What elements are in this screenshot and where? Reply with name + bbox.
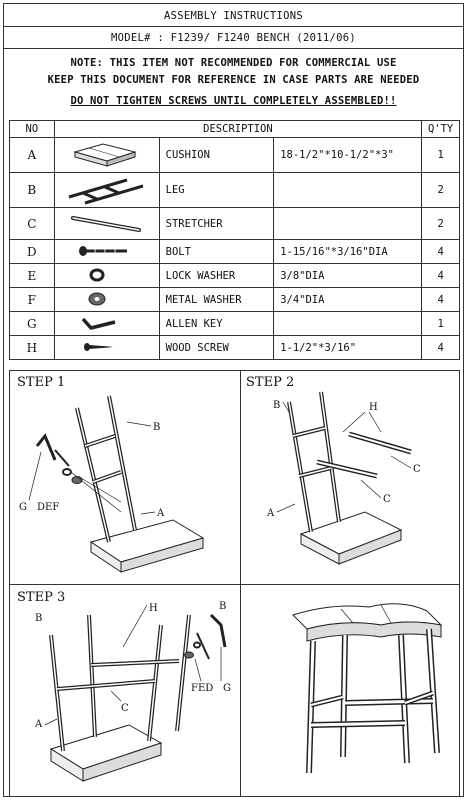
part-name: LOCK WASHER [158,263,275,288]
parts-table: NO DESCRIPTION Q'TY A CUSHION 18-1/2"*10… [9,120,460,360]
part-no: A [9,137,55,173]
table-row: G ALLEN KEY 1 [9,311,460,336]
header-qty: Q'TY [421,120,460,138]
part-no: H [9,335,55,360]
part-spec [273,311,423,336]
header-no: NO [9,120,55,138]
step-1-title: STEP 1 [17,375,66,390]
step-1-illustration [28,395,205,573]
part-qty: 4 [421,335,460,360]
part-no: C [9,207,55,240]
divider [4,26,463,27]
table-row: E LOCK WASHER 3/8"DIA 4 [9,263,460,288]
wood-screw-icon [53,335,160,360]
step-3-title: STEP 3 [17,590,66,605]
part-qty: 4 [421,287,460,312]
model-number: MODEL# : F1239/ F1240 BENCH (2011/06) [111,32,356,44]
part-spec [273,207,423,240]
note-keep-document: KEEP THIS DOCUMENT FOR REFERENCE IN CASE… [47,74,420,86]
part-qty: 1 [421,311,460,336]
divider [4,48,463,49]
part-name: BOLT [158,239,275,264]
table-row: H WOOD SCREW 1-1/2"*3/16" 4 [9,335,460,360]
leg-icon [53,172,160,208]
part-spec: 3/8"DIA [273,263,423,288]
divider [240,371,241,796]
table-row: F METAL WASHER 3/4"DIA 4 [9,287,460,312]
part-qty: 4 [421,263,460,288]
part-qty: 2 [421,172,460,208]
note-commercial: NOTE: THIS ITEM NOT RECOMMENDED FOR COMM… [70,57,397,69]
allen-key-icon [53,311,160,336]
part-no: F [9,287,55,312]
part-name: CUSHION [158,137,275,173]
instruction-sheet: ASSEMBLY INSTRUCTIONS MODEL# : F1239/ F1… [3,3,464,797]
part-name: LEG [158,172,275,208]
stretcher-icon [53,207,160,240]
divider [10,584,459,585]
finished-bench-illustration [292,603,443,774]
part-name: METAL WASHER [158,287,275,312]
part-qty: 2 [421,207,460,240]
part-no: D [9,239,55,264]
part-no: G [9,311,55,336]
lock-washer-icon [53,263,160,288]
table-row: C STRETCHER 2 [9,207,460,240]
part-spec: 1-1/2"*3/16" [273,335,423,360]
part-qty: 4 [421,239,460,264]
table-row: D BOLT 1-15/16"*3/16"DIA 4 [9,239,460,264]
document-title: ASSEMBLY INSTRUCTIONS [163,10,304,22]
part-no: E [9,263,55,288]
cushion-icon [53,137,160,173]
bolt-icon [53,239,160,264]
part-name: STRETCHER [158,207,275,240]
part-spec: 3/4"DIA [273,287,423,312]
table-row: B LEG 2 [9,172,460,208]
part-name: WOOD SCREW [158,335,275,360]
step-3-illustration [44,604,227,782]
part-spec [273,172,423,208]
step-2-illustration [276,391,412,565]
header-description: DESCRIPTION [53,120,423,138]
part-name: ALLEN KEY [158,311,275,336]
part-qty: 1 [421,137,460,173]
table-header-row: NO DESCRIPTION Q'TY [9,120,460,138]
metal-washer-icon [53,287,160,312]
note-do-not-tighten: DO NOT TIGHTEN SCREWS UNTIL COMPLETELY A… [70,95,397,107]
part-spec: 1-15/16"*3/16"DIA [273,239,423,264]
part-spec: 18-1/2"*10-1/2"*3" [273,137,423,173]
step-2-title: STEP 2 [246,375,295,390]
part-no: B [9,172,55,208]
table-row: A CUSHION 18-1/2"*10-1/2"*3" 1 [9,137,460,173]
assembly-steps-panel: STEP 1 STEP 2 STEP 3 [9,370,460,797]
